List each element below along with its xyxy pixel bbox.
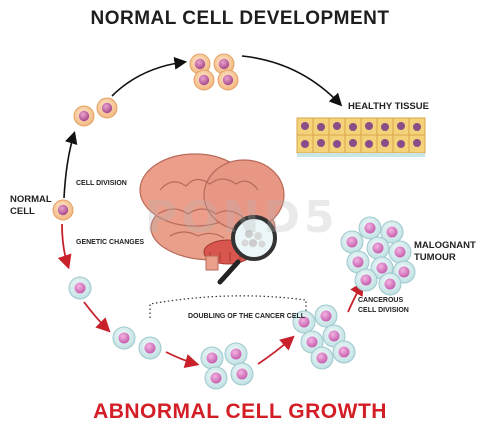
cell-division-label: CELL DIVISION	[76, 180, 127, 187]
arrow-division-to-cluster	[111, 56, 188, 97]
cluster-cell-4	[217, 69, 239, 91]
arrow-cancer-to-pair	[83, 301, 111, 333]
malignant-tumour-label: MALOGNANT TUMOUR	[414, 240, 476, 263]
cancer-pair-cell-2	[138, 336, 162, 360]
arrow-normal-to-cancer	[57, 223, 72, 270]
division-cell-1	[73, 105, 95, 127]
cluster-cell-3	[193, 69, 215, 91]
normal-cell	[52, 199, 74, 221]
healthy-tissue	[296, 117, 426, 157]
cancer-four-cell-2	[224, 342, 248, 366]
arrow-normal-to-division	[63, 130, 78, 199]
magnifying-glass	[217, 215, 277, 285]
healthy-tissue-label: HEALTHY TISSUE	[348, 101, 429, 112]
cancer-four-cell-4	[230, 362, 254, 386]
cancerous-division-label: CANCEROUS CELL DIVISION	[358, 297, 409, 314]
genetic-changes-label: GENETIC CHANGES	[76, 239, 145, 246]
bottom-title: ABNORMAL CELL GROWTH	[93, 400, 387, 423]
cancer-four-cell-3	[204, 366, 228, 390]
watermark: POND5	[145, 192, 339, 243]
cancer-pair-cell-1	[112, 326, 136, 350]
arrow-four-to-cluster	[257, 335, 295, 365]
doubling-bracket	[149, 295, 307, 318]
cancer-cell-single	[68, 276, 92, 300]
normal-cell-label: NORMAL CELL	[10, 194, 52, 217]
division-cell-2	[96, 97, 118, 119]
cancer-four-cell-1	[200, 346, 224, 370]
top-title: NORMAL CELL DEVELOPMENT	[90, 8, 390, 29]
doubling-label: DOUBLING OF THE CANCER CELL	[188, 313, 306, 320]
arrow-pair-to-four	[165, 351, 200, 368]
arrow-cluster-to-tissue	[241, 55, 343, 107]
brain-illustration	[139, 153, 285, 271]
malignant-tumour	[340, 216, 416, 296]
